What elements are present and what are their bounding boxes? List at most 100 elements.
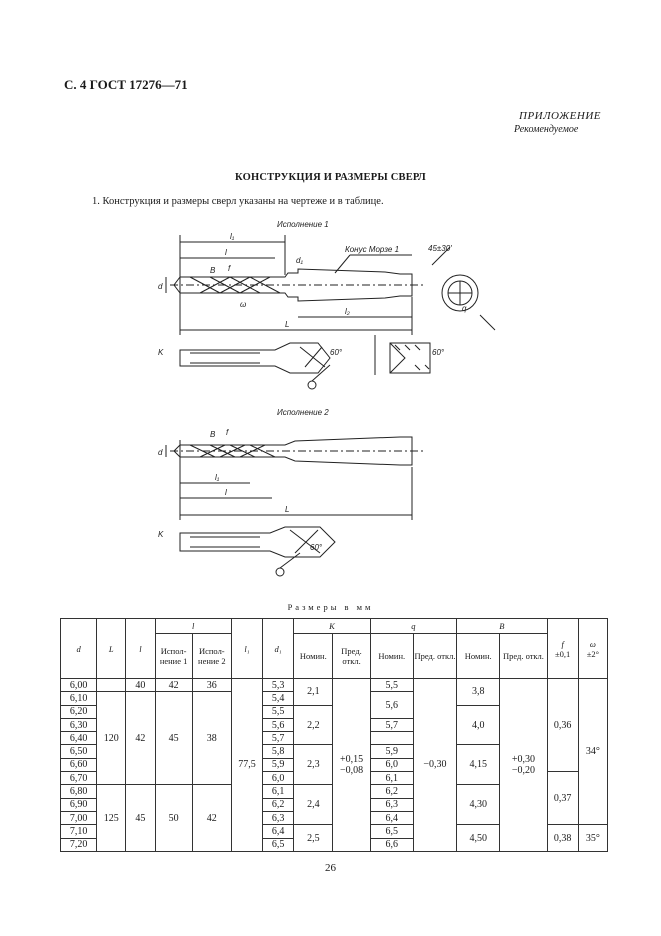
appendix-title: ПРИЛОЖЕНИЕ: [519, 110, 601, 122]
section-title: КОНСТРУКЦИЯ И РАЗМЕРЫ СВЕРЛ: [235, 172, 426, 183]
table-cell: 6,20: [59, 704, 98, 719]
dim-l: l: [225, 248, 227, 257]
angle-60-b: 60°: [432, 348, 445, 357]
table-cell: 5,5: [262, 704, 295, 719]
table-cell: 45: [125, 784, 156, 852]
variant2-label: Исполнение 2: [277, 408, 329, 417]
table-cell: 6,80: [59, 784, 98, 799]
morse-taper-label: Конус Морзе 1: [345, 245, 399, 254]
table-cell: [369, 731, 414, 746]
table-cell: 6,3: [369, 797, 414, 812]
v2-dim-f: f: [226, 428, 229, 437]
table-cell: 5,3: [262, 677, 295, 693]
table-cell: 6,30: [59, 717, 98, 733]
dimensions-table-wrap: d L l l l₁ d₁ K q B f±0,1 ω±2° Испол-нен…: [59, 618, 609, 852]
table-cell: 6,1: [262, 784, 295, 799]
table-cell: 6,40: [59, 731, 98, 746]
angle-top: 45±30': [428, 244, 452, 253]
page-number: 26: [325, 862, 336, 874]
table-cell: 2,5: [293, 824, 334, 852]
table-cell: 6,3: [262, 810, 295, 826]
table-cell: 5,8: [262, 744, 295, 759]
dim-l1: l₁: [230, 232, 235, 241]
table-cell-q-tol: −0,30: [412, 678, 458, 852]
table-cell: 7,00: [59, 810, 98, 826]
table-cell: 6,5: [369, 824, 414, 839]
table-cell: 2,4: [293, 784, 334, 826]
table-cell: 42: [125, 691, 156, 786]
angle-60-a: 60°: [330, 348, 343, 357]
table-cell: 6,6: [369, 837, 414, 852]
table-cell: 6,0: [369, 757, 414, 773]
table-cell: 0,37: [546, 771, 579, 826]
table-cell: 5,5: [369, 677, 414, 693]
col-l: l: [125, 618, 156, 679]
col-B-tol: Пред. откл.: [499, 633, 548, 679]
v2-dim-d: d: [158, 448, 163, 457]
dim-B: B: [210, 266, 216, 275]
table-cell-l1: 77,5: [230, 678, 264, 852]
col-K: K: [293, 618, 371, 634]
table-cell: 0,36: [546, 677, 579, 773]
table-cell: 42: [191, 784, 232, 852]
col-l-var1: Испол-нение 1: [154, 633, 193, 679]
table-cell: 6,4: [369, 810, 414, 826]
v2-dim-L: L: [285, 505, 289, 514]
table-cell: 40: [125, 677, 156, 693]
col-d1: d₁: [262, 618, 295, 679]
table-cell: 6,60: [59, 757, 98, 773]
table-cell: 125: [96, 784, 127, 852]
table-cell: 42: [154, 677, 193, 693]
table-cell-K-tol: +0,15 −0,08: [332, 678, 371, 852]
col-f: f±0,1: [546, 618, 579, 679]
table-cell: 120: [96, 691, 127, 786]
dim-f: f: [228, 264, 231, 273]
table-cell: 50: [154, 784, 193, 852]
dim-omega: ω: [240, 300, 246, 309]
table-cell: 4,50: [456, 824, 501, 852]
table-cell: 5,4: [262, 691, 295, 706]
col-l-group: l: [154, 618, 232, 634]
col-l-var2: Испол-нение 2: [191, 633, 232, 679]
table-cell: 6,00: [59, 677, 98, 693]
table-cell: 2,3: [293, 744, 334, 786]
table-cell: 6,5: [262, 837, 295, 852]
table-cell: 5,6: [369, 691, 414, 719]
table-cell: 4,0: [456, 704, 501, 746]
table-cell: 38: [191, 691, 232, 786]
dim-K: K: [158, 348, 164, 357]
col-q-nom: Номин.: [369, 633, 414, 679]
dim-l2: l₂: [345, 307, 350, 316]
variant1-label: Исполнение 1: [277, 220, 329, 229]
col-omega: ω±2°: [577, 618, 609, 679]
table-cell: 5,6: [262, 717, 295, 733]
table-cell: [96, 677, 127, 693]
table-cell: 34°: [577, 677, 609, 826]
col-q: q: [369, 618, 458, 634]
dim-d1: d₁: [296, 256, 303, 265]
table-cell: 6,70: [59, 771, 98, 786]
table-cell: 6,10: [59, 691, 98, 706]
intro-paragraph: 1. Конструкция и размеры сверл указаны н…: [92, 196, 384, 207]
table-cell: 7,20: [59, 837, 98, 852]
table-cell: 45: [154, 691, 193, 786]
col-B: B: [456, 618, 548, 634]
table-cell: 7,10: [59, 824, 98, 839]
table-cell: 5,9: [262, 757, 295, 773]
drill-technical-drawing: Исполнение 1 Конус Морзе 1 l₁ l d₁ l₂ L …: [158, 220, 496, 577]
col-l1: l₁: [230, 618, 264, 679]
angle-60-c: 60°: [310, 543, 323, 552]
col-q-tol: Пред. откл.: [412, 633, 458, 679]
table-cell-B-tol: +0,30 −0,20: [499, 678, 548, 852]
table-cell: 5,7: [369, 717, 414, 733]
table-cell: 0,38: [546, 824, 579, 852]
col-K-nom: Номин.: [293, 633, 334, 679]
table-cell: 6,1: [369, 771, 414, 786]
v2-dim-l1: l₁: [215, 473, 220, 482]
col-B-nom: Номин.: [456, 633, 501, 679]
table-cell: 4,30: [456, 784, 501, 826]
table-caption: Размеры в мм: [287, 602, 374, 612]
table-cell: 35°: [577, 824, 609, 852]
document-header: С. 4 ГОСТ 17276—71: [64, 77, 188, 92]
table-cell: 6,4: [262, 824, 295, 839]
